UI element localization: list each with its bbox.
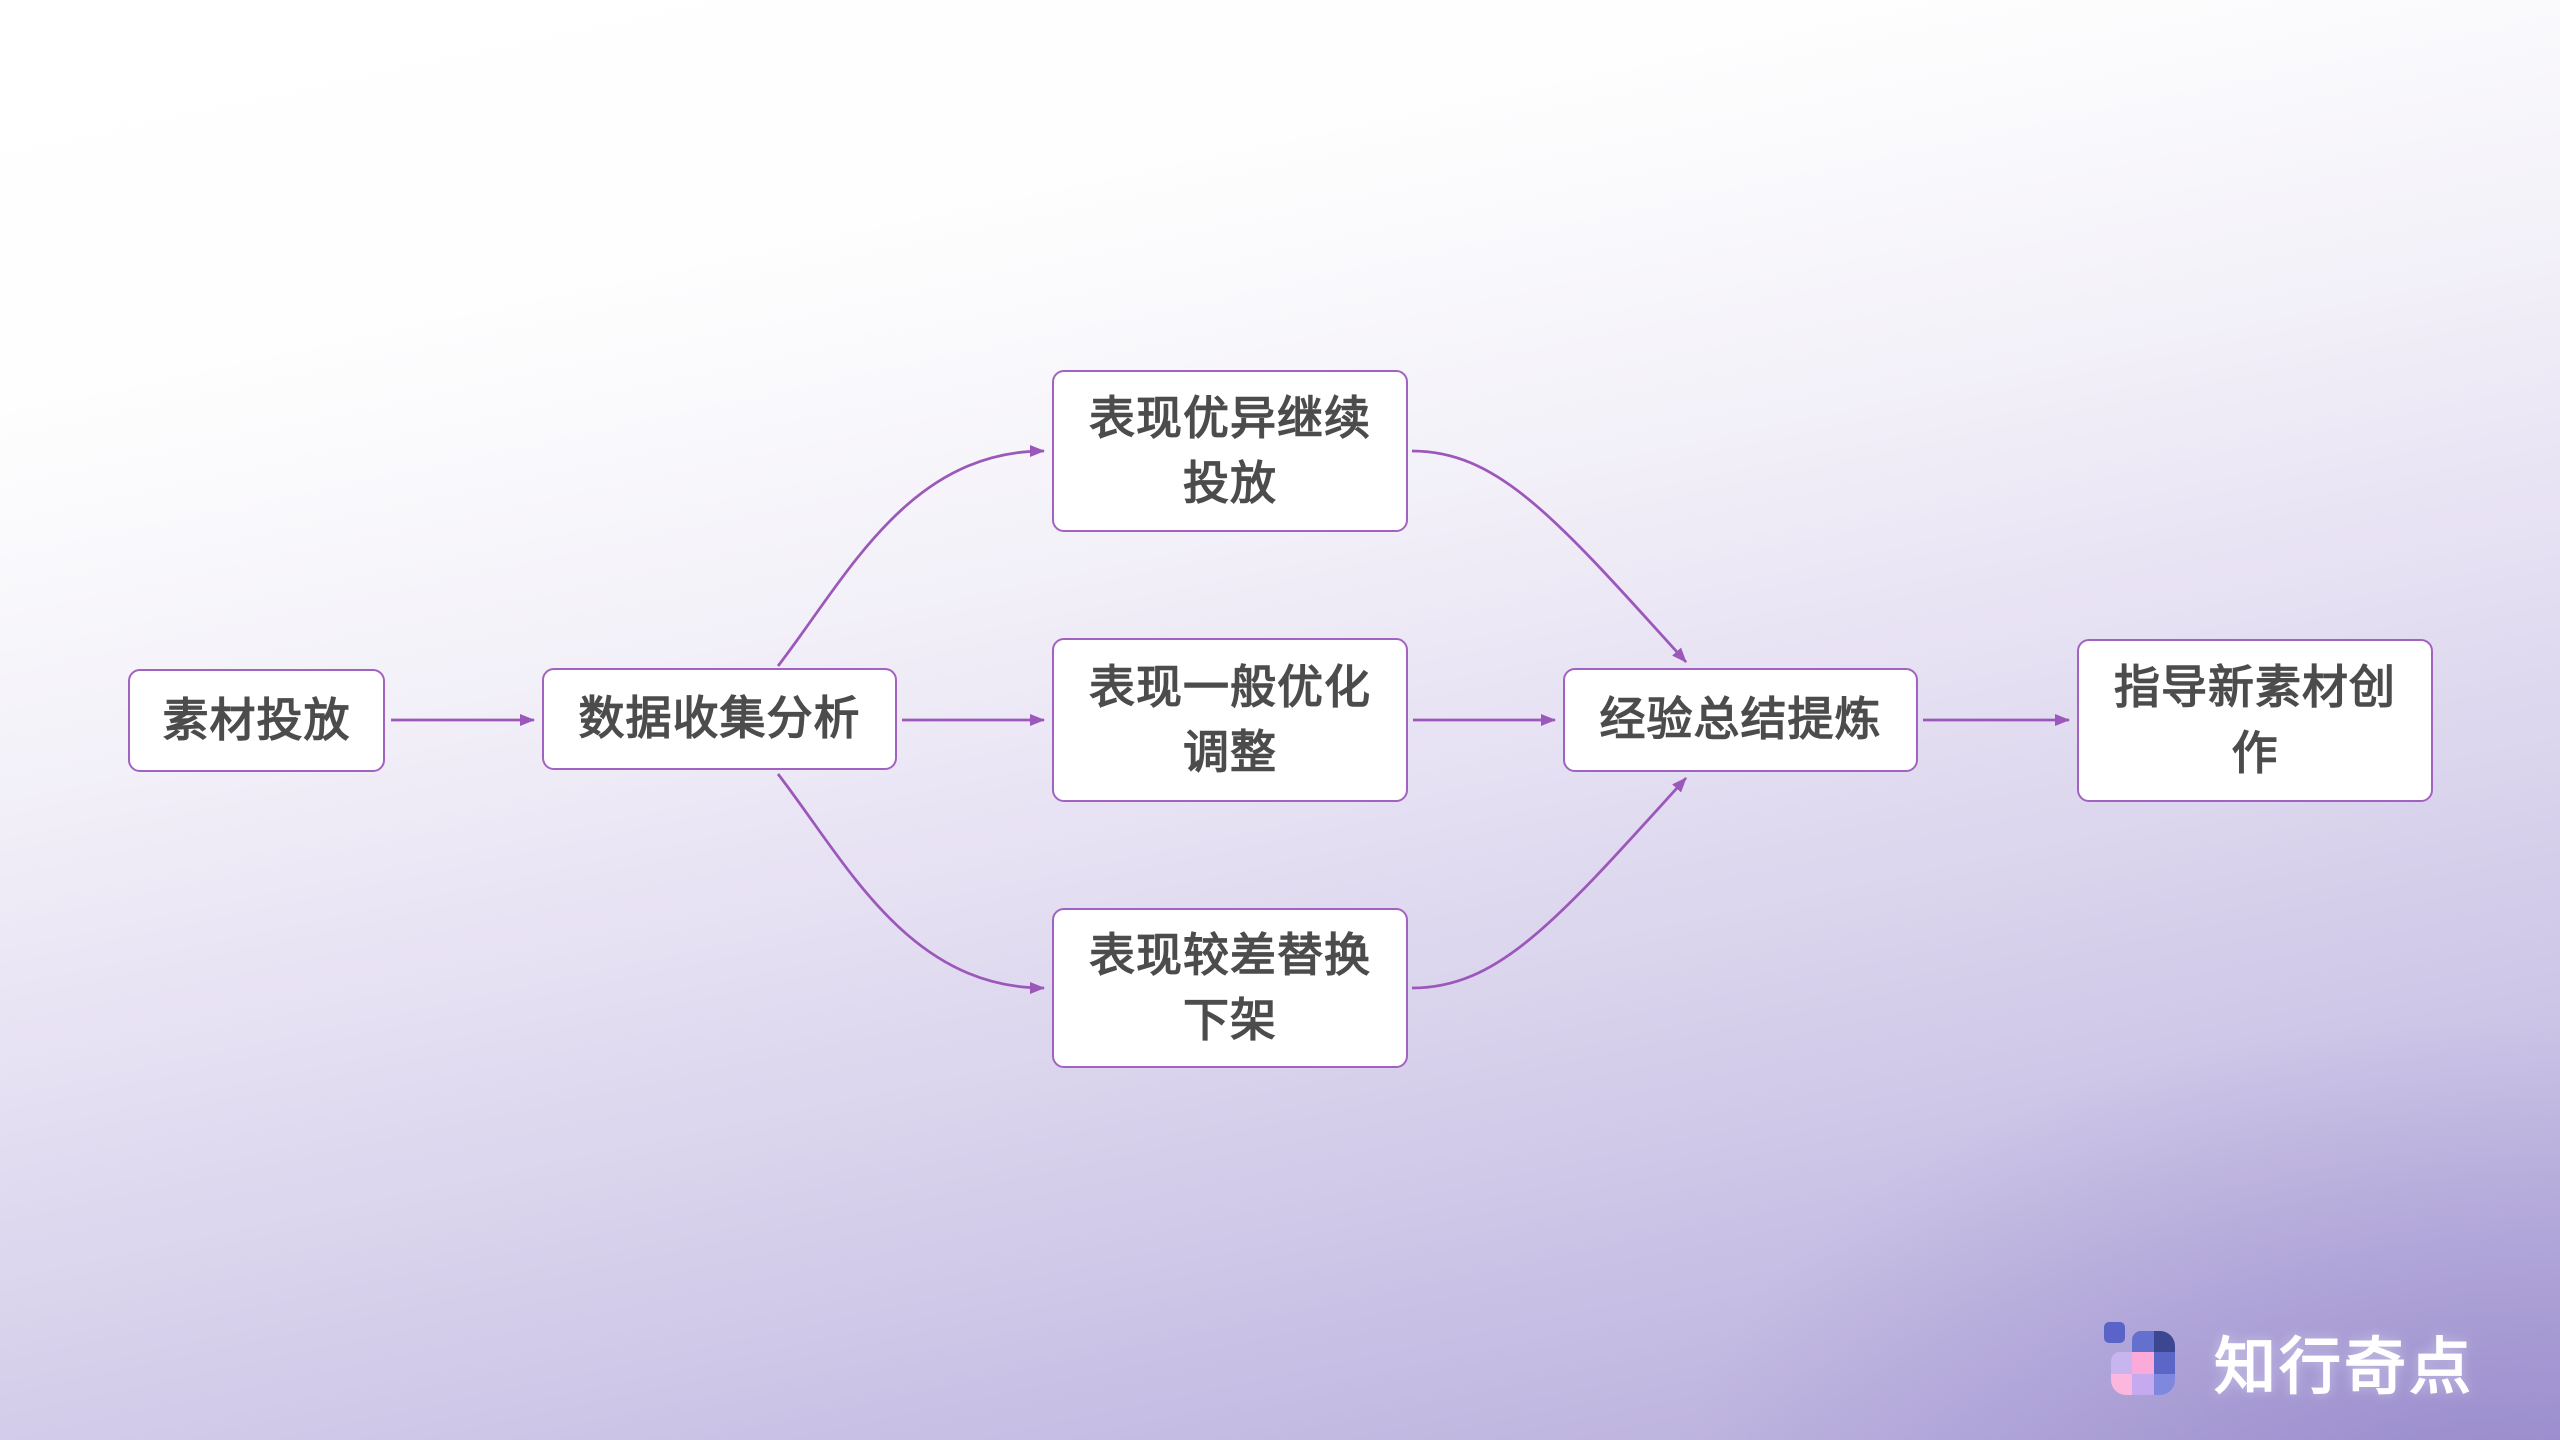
grid-detached-square [2104, 1322, 2125, 1343]
brand-name: 知行奇点 [2214, 1333, 2475, 1402]
node-data-collection: 数据收集分析 [542, 668, 897, 770]
node-guide-new-creation: 指导新素材创作 [2077, 639, 2433, 802]
node-average-optimize: 表现一般优化调整 [1052, 638, 1408, 802]
node-poor-replace: 表现较差替换下架 [1052, 908, 1408, 1068]
brand-logo: 知行奇点 [2104, 1316, 2474, 1406]
node-excellent-continue: 表现优异继续投放 [1052, 370, 1408, 532]
grid-cell [2153, 1331, 2175, 1353]
node-material-launch: 素材投放 [128, 669, 385, 772]
grid-cell [2132, 1352, 2154, 1374]
node-experience-summary: 经验总结提炼 [1563, 668, 1918, 772]
edge-data-collection-to-excellent-continue [776, 445, 1045, 667]
grid-cell [2111, 1352, 2133, 1374]
brand-grid-icon [2104, 1322, 2178, 1400]
grid-main-square [2111, 1331, 2175, 1395]
grid-cell [2111, 1373, 2133, 1395]
grid-cell [2153, 1352, 2175, 1374]
grid-cell [2132, 1373, 2154, 1395]
edge-poor-replace-to-experience-summary [1411, 777, 1688, 990]
grid-cell [2132, 1331, 2154, 1353]
edge-excellent-continue-to-experience-summary [1411, 449, 1688, 663]
grid-cell [2153, 1373, 2175, 1395]
edge-data-collection-to-poor-replace [776, 773, 1045, 994]
